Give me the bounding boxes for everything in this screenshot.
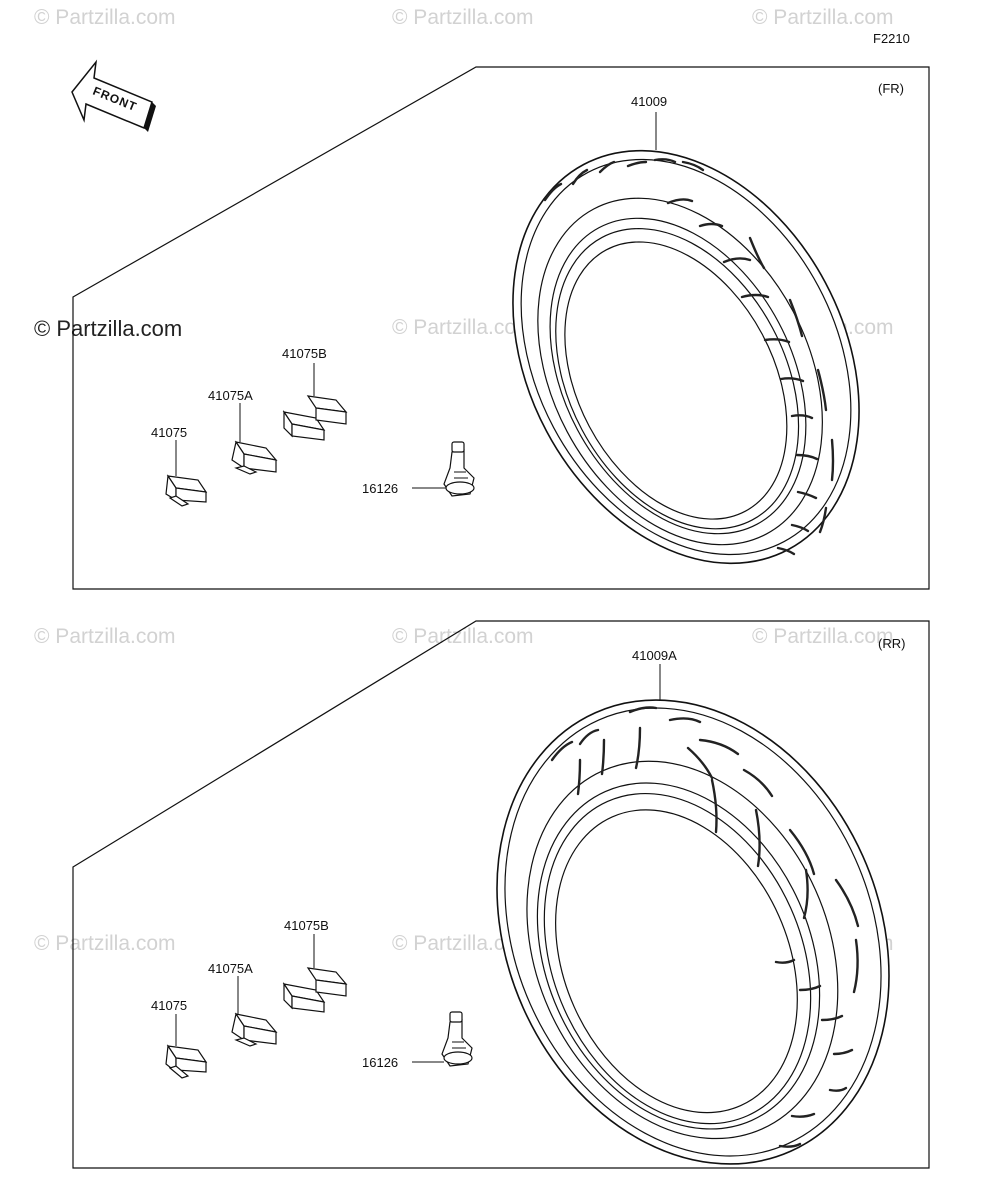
figure-code: F2210 [873, 31, 910, 46]
panel-rear: (RR) [72, 620, 930, 1169]
panel-position-tag: (FR) [878, 81, 904, 96]
rear-valve-icon [441, 1011, 473, 1067]
watermark: © Partzilla.com [752, 625, 894, 648]
watermark: © Partzilla.com [392, 316, 534, 339]
part-label-weight: 41075 [151, 998, 187, 1013]
rear-weight-b-icon [282, 967, 348, 1013]
panel-frame [72, 66, 930, 590]
watermark-prominent: © Partzilla.com [34, 316, 182, 341]
watermark: © Partzilla.com [34, 6, 176, 29]
watermark: © Partzilla.com [34, 932, 176, 955]
rear-weight-a-icon [231, 1012, 278, 1047]
part-label-weight-a: 41075A [208, 961, 253, 976]
front-arrow-icon: FRONT [71, 59, 156, 132]
part-label-weight: 41075 [151, 425, 187, 440]
watermark: © Partzilla.com [34, 625, 176, 648]
part-label-tire: 41009A [632, 648, 677, 663]
part-label-valve: 16126 [362, 1055, 398, 1070]
panel-position-tag: (RR) [878, 636, 905, 651]
watermark: © Partzilla.com [392, 6, 534, 29]
part-label-weight-b: 41075B [282, 346, 327, 361]
part-label-weight-b: 41075B [284, 918, 329, 933]
watermark: © Partzilla.com [752, 6, 894, 29]
watermark: © Partzilla.com [392, 625, 534, 648]
rear-tire-tread [550, 706, 860, 1148]
rear-weight-icon [165, 1044, 208, 1079]
panel-front: (FR) [72, 66, 930, 590]
front-weight-b-icon [282, 395, 348, 441]
front-tire [512, 149, 860, 565]
part-label-weight-a: 41075A [208, 388, 253, 403]
part-label-valve: 16126 [362, 481, 398, 496]
panel-frame [72, 620, 930, 1169]
front-valve-icon [443, 441, 475, 497]
rear-tire [496, 699, 890, 1165]
part-label-tire: 41009 [631, 94, 667, 109]
front-weight-a-icon [231, 440, 278, 475]
watermark: © Partzilla.com [392, 932, 534, 955]
front-weight-icon [165, 474, 208, 507]
front-tire-tread [543, 158, 835, 556]
